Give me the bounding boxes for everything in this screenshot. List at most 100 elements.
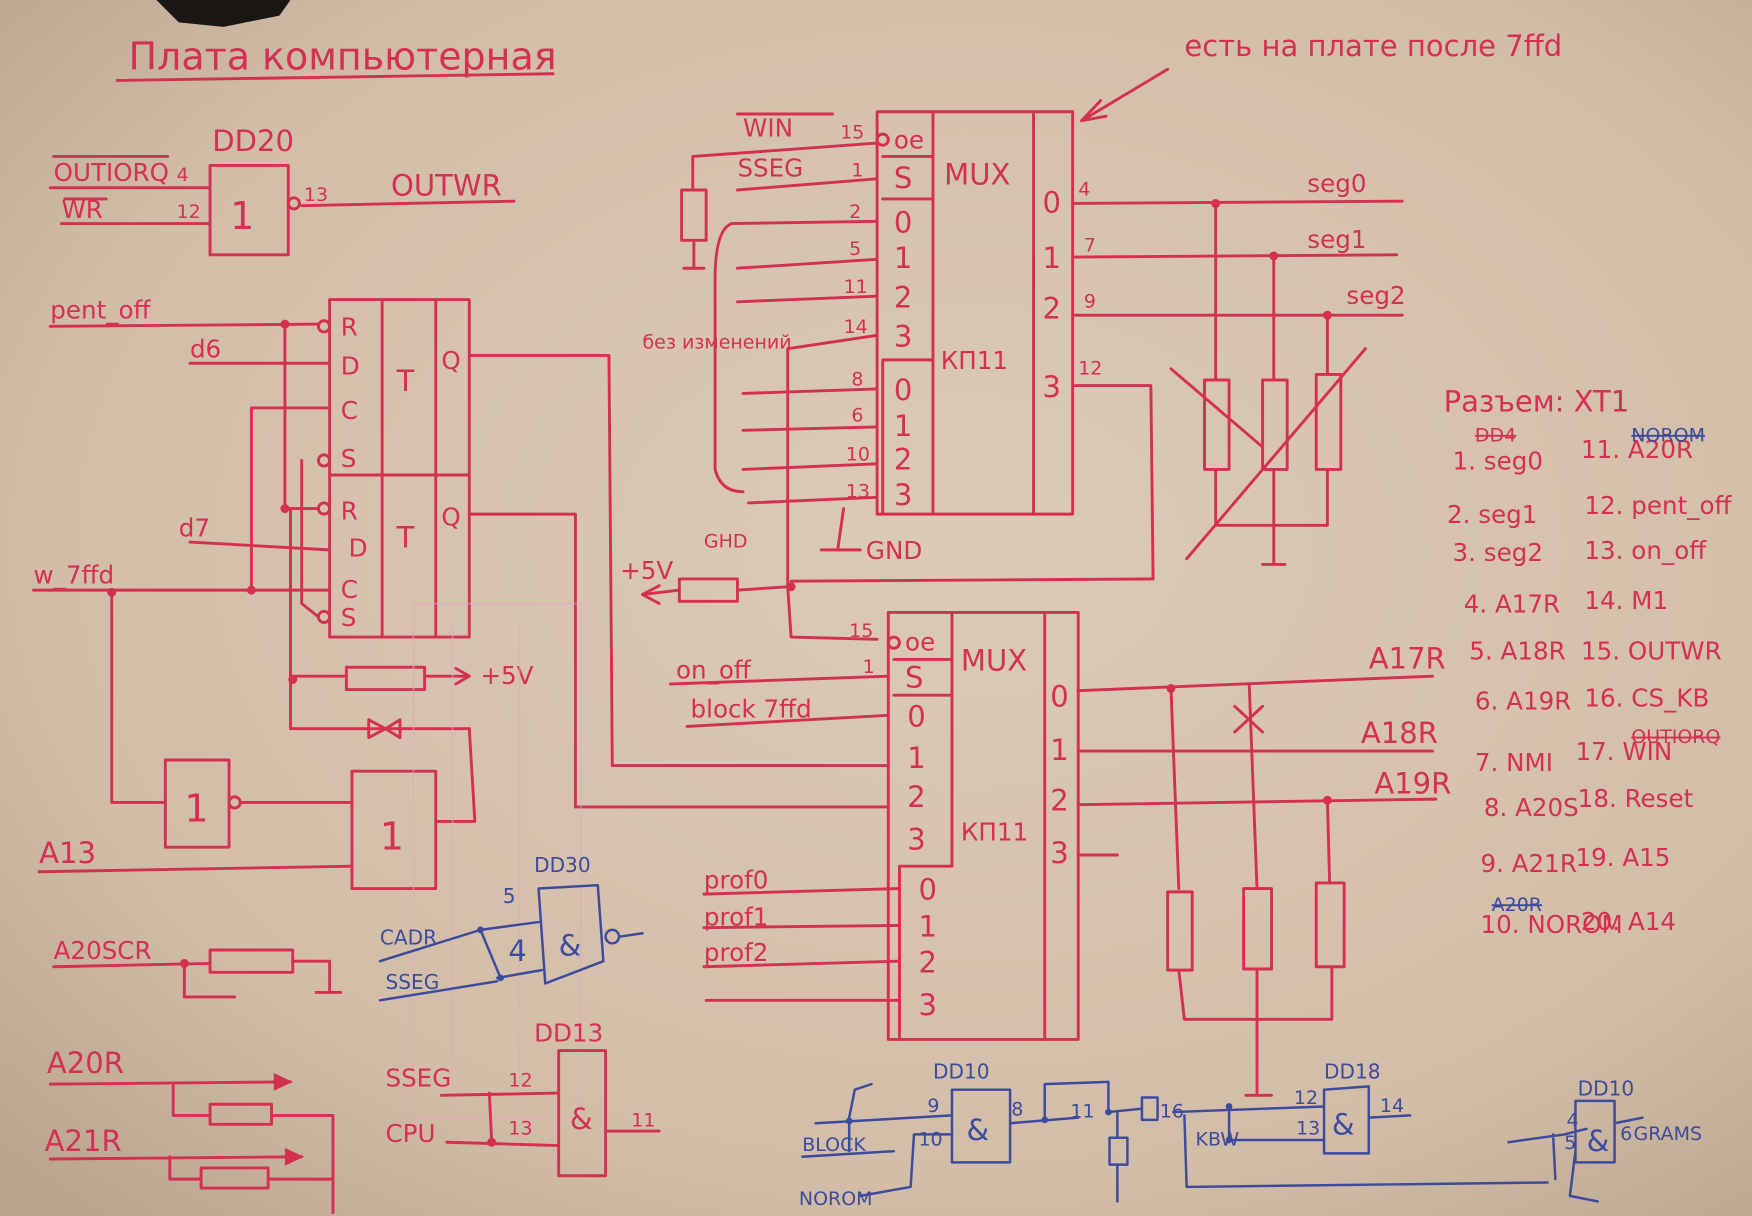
pin-entry: 15. OUTWR (1581, 636, 1722, 665)
pin-label: 13 (304, 184, 328, 206)
struck-entry: OUTIORQ (1631, 726, 1720, 748)
struck-entry: NOROM (1631, 424, 1705, 446)
input-block: BLOCK (802, 1134, 866, 1156)
pin-label: 7 (1084, 234, 1096, 256)
input-prof: prof1 (704, 902, 768, 931)
pin-label: 14 (844, 316, 868, 338)
title-block: Плата компьютерная (115, 34, 557, 82)
input-a20r: A20R (47, 1046, 124, 1080)
plus5-label: +5V (480, 661, 533, 690)
pin-label: 8 (1011, 1098, 1023, 1120)
connector-title: Разъем: XT1 (1444, 384, 1630, 418)
output-a19r: A19R (1374, 767, 1451, 801)
dd20-label: DD20 (212, 124, 294, 158)
addr-label: 0 (918, 873, 936, 907)
gate-symbol: 1 (230, 194, 254, 238)
pin-label: 6 (851, 404, 863, 426)
out-index: 2 (1042, 292, 1060, 326)
bottom-left-circuits: A20SCR A20R A21R DD30 4 & 5 CADR SSEG DD… (45, 602, 661, 1215)
gnd-label: GND (866, 536, 922, 565)
input-outiorq: OUTIORQ (54, 158, 169, 187)
output-a17r: A17R (1369, 641, 1446, 675)
input-wr: WR (61, 195, 102, 224)
addr-label: 0 (894, 373, 912, 407)
pin-label: 8 (851, 369, 863, 391)
pin-label: 5 (503, 884, 516, 908)
top-note: есть на плате после 7ffd (1080, 29, 1562, 123)
pin-label: 15 (849, 620, 873, 642)
dd10-label: DD10 (933, 1060, 990, 1084)
input-a21r: A21R (45, 1124, 122, 1158)
mux1-section: КП11 (941, 346, 1008, 375)
pin-label: 4 (177, 164, 189, 186)
input-pent-off: pent_off (50, 296, 151, 325)
pin-entry: 7. NMI (1475, 748, 1553, 777)
pin-label: 1 (851, 160, 863, 182)
bottom-blue-chain: DD10 & 9 10 8 11 16 BLOCK NOROM KBW DD18… (799, 1060, 1702, 1210)
struck-entry: DD4 (1475, 424, 1516, 446)
pin-entry: 17. WIN (1575, 737, 1672, 766)
addr-label: 3 (907, 822, 925, 856)
pin-entry: 12. pent_off (1584, 491, 1732, 520)
pin-label: 9 (927, 1095, 939, 1117)
output-seg2: seg2 (1346, 281, 1405, 310)
input-on-off: on_off (676, 655, 752, 684)
torn-corner (156, 0, 291, 27)
out-index: 1 (1042, 241, 1060, 275)
pin-entry: 18. Reset (1578, 784, 1694, 813)
and-symbol: & (559, 929, 582, 963)
pin-label: 13 (508, 1117, 532, 1139)
input-d7: d7 (179, 513, 210, 542)
q-label: Q (441, 502, 460, 531)
r-label: R (341, 497, 358, 526)
input-a13: A13 (39, 836, 96, 870)
trigger-block: T T Q Q R D C S R D C S pent_off d6 d7 w… (32, 296, 614, 890)
input-w-7ffd: w_7ffd (34, 560, 115, 589)
pin-entry: 10. NOROM (1480, 910, 1622, 939)
d-label: D (349, 534, 368, 563)
input-a20scr: A20SCR (54, 936, 152, 965)
page-title: Плата компьютерная (128, 34, 556, 78)
pin-label: 13 (846, 480, 870, 502)
input-prof: prof2 (704, 938, 768, 967)
connector-xt1-list: Разъем: XT1 11. A20R 1. seg0 2. seg1 3. … (1444, 384, 1733, 939)
mux2-title: MUX (961, 644, 1027, 678)
pin-label: 11 (1070, 1101, 1094, 1123)
pin-label: 10 (918, 1129, 942, 1151)
addr-label: 3 (918, 988, 936, 1022)
pin-label: 12 (508, 1069, 532, 1091)
out-index: 3 (1050, 836, 1068, 870)
pin-entry: 14. M1 (1584, 586, 1668, 615)
addr-label: 1 (918, 910, 936, 944)
addr-label: 2 (918, 945, 936, 979)
pin-label: 15 (840, 122, 864, 144)
pin-label: 16 (1160, 1101, 1184, 1123)
gate-symbol: 1 (184, 786, 208, 830)
and-symbol: & (1332, 1107, 1355, 1141)
input-block-7ffd: block 7ffd (691, 695, 812, 724)
addr-label: 2 (894, 442, 912, 476)
pin-entry: 1. seg0 (1453, 446, 1543, 475)
output-grams: GRAMS (1634, 1123, 1703, 1145)
addr-label: 1 (894, 409, 912, 443)
out-index: 0 (1050, 679, 1068, 713)
q-label: Q (441, 346, 460, 375)
d-label: D (341, 351, 360, 380)
input-cpu: CPU (385, 1119, 435, 1148)
pin-entry: 8. A20S (1484, 793, 1579, 822)
pin-label: 4 (1078, 179, 1090, 201)
out-index: 2 (1050, 783, 1068, 817)
s-label: S (341, 603, 357, 632)
addr-label: 0 (907, 699, 925, 733)
trigger-t-label: T (396, 364, 415, 398)
input-norom: NOROM (799, 1188, 873, 1210)
output-seg0: seg0 (1307, 169, 1366, 198)
pin-label: 13 (1296, 1117, 1320, 1139)
plus5-label: +5V (620, 556, 673, 585)
output-outwr: OUTWR (391, 169, 502, 203)
pin-entry: 5. A18R (1469, 636, 1565, 665)
input-win: WIN (743, 113, 793, 142)
pin-label: 4 (1567, 1110, 1579, 1132)
mux1-chip: MUX КП11 oe S 0 1 2 3 0 1 2 3 WIN 15 SSE… (620, 110, 1406, 641)
